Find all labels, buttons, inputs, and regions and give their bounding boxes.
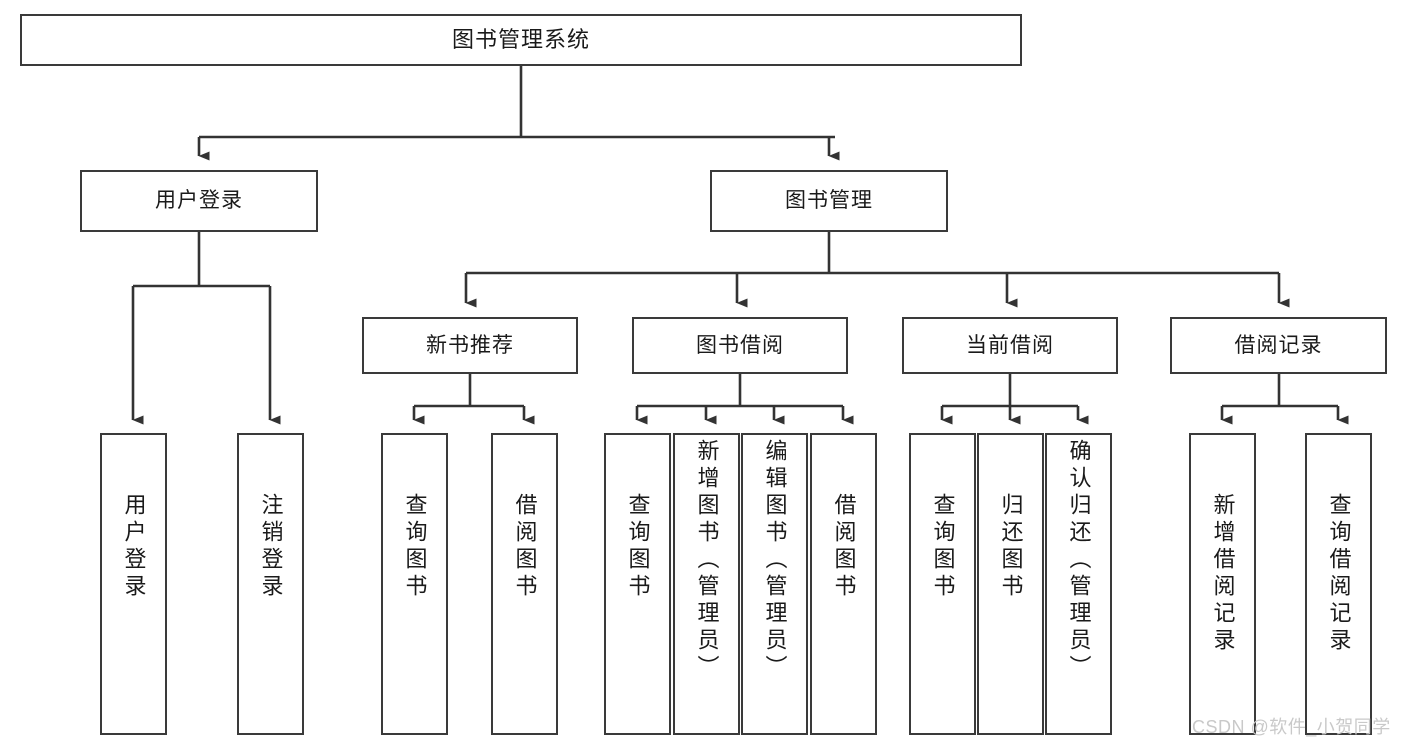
node-label: 借阅图书	[831, 493, 857, 601]
leaf-query-borrow-record[interactable]: 查询借阅记录	[1305, 433, 1372, 735]
leaf-user-login[interactable]: 用户登录	[100, 433, 167, 735]
node-root[interactable]: 图书管理系统	[20, 14, 1022, 66]
node-label: 新增借阅记录	[1210, 493, 1236, 655]
leaf-borrow-books-recommend[interactable]: 借阅图书	[491, 433, 558, 735]
node-label: 用户登录	[155, 189, 243, 213]
node-user-login[interactable]: 用户登录	[80, 170, 318, 232]
leaf-confirm-return-admin[interactable]: 确认归还（管理员）	[1045, 433, 1112, 735]
leaf-return-books[interactable]: 归还图书	[977, 433, 1044, 735]
node-label: 图书管理系统	[451, 26, 590, 52]
leaf-add-borrow-record[interactable]: 新增借阅记录	[1189, 433, 1256, 735]
node-label: 图书管理	[785, 189, 873, 213]
leaf-borrow-books[interactable]: 借阅图书	[810, 433, 877, 735]
node-label: 归还图书	[998, 493, 1024, 601]
leaf-query-books-borrow[interactable]: 查询图书	[604, 433, 671, 735]
node-label: 图书借阅	[696, 333, 784, 357]
node-label: 注销登录	[258, 493, 284, 601]
node-label: 当前借阅	[966, 333, 1054, 357]
node-label: 确认归还（管理员）	[1066, 439, 1092, 682]
node-label: 用户登录	[121, 493, 147, 601]
node-label: 新增图书（管理员）	[694, 439, 720, 682]
node-new-book-recommend[interactable]: 新书推荐	[362, 317, 578, 374]
leaf-edit-book-admin[interactable]: 编辑图书（管理员）	[741, 433, 808, 735]
node-label: 借阅图书	[512, 493, 538, 601]
leaf-query-books-recommend[interactable]: 查询图书	[381, 433, 448, 735]
node-label: 查询借阅记录	[1326, 493, 1352, 655]
node-label: 新书推荐	[426, 333, 514, 357]
node-label: 查询图书	[402, 493, 428, 601]
leaf-logout[interactable]: 注销登录	[237, 433, 304, 735]
node-label: 查询图书	[930, 493, 956, 601]
node-label: 编辑图书（管理员）	[762, 439, 788, 682]
node-current-borrow[interactable]: 当前借阅	[902, 317, 1118, 374]
node-label: 借阅记录	[1234, 333, 1323, 357]
node-borrow-records[interactable]: 借阅记录	[1170, 317, 1387, 374]
node-book-management[interactable]: 图书管理	[710, 170, 948, 232]
watermark: CSDN @软件_小贺同学	[1192, 717, 1391, 737]
leaf-query-books-current[interactable]: 查询图书	[909, 433, 976, 735]
node-book-borrow[interactable]: 图书借阅	[632, 317, 848, 374]
leaf-add-book-admin[interactable]: 新增图书（管理员）	[673, 433, 740, 735]
node-label: 查询图书	[625, 493, 651, 601]
